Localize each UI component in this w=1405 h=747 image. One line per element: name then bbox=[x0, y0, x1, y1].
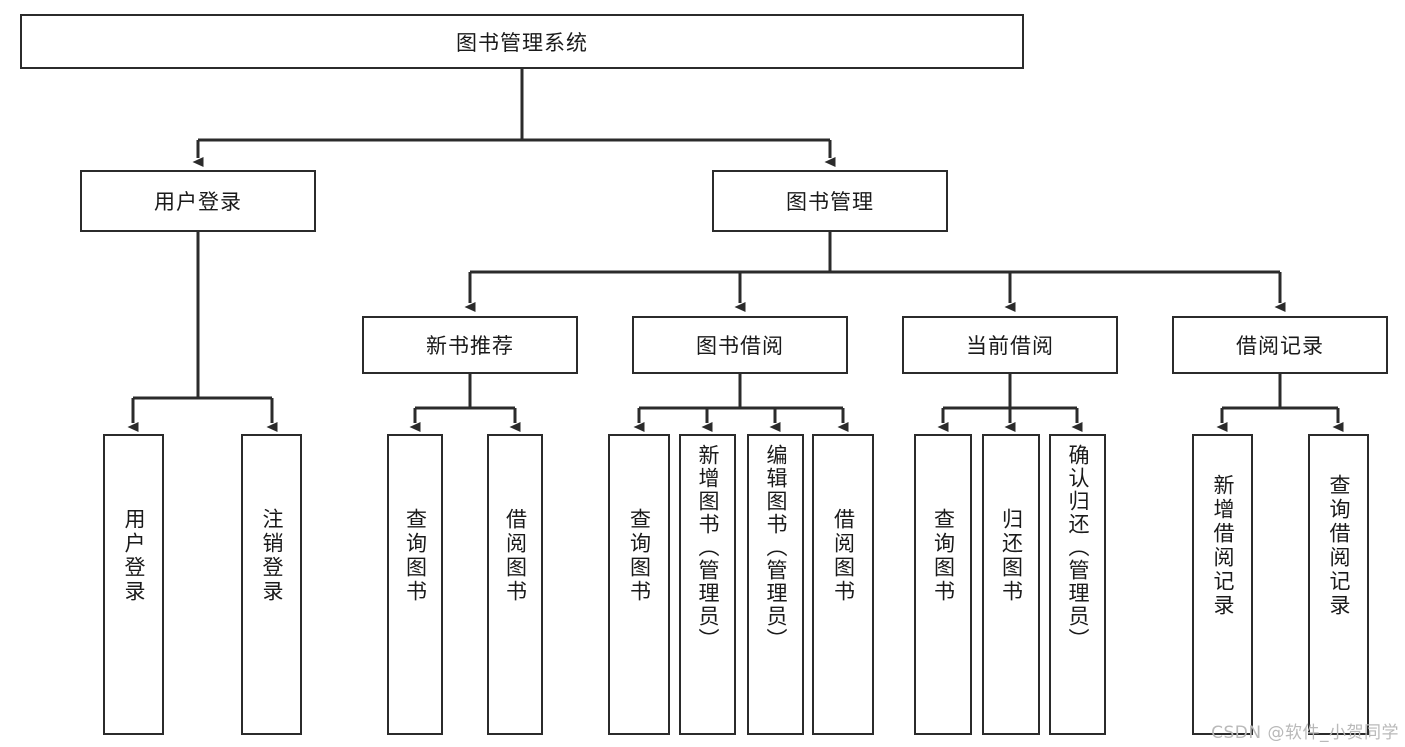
node-new-book-recommend[interactable]: 新书推荐 bbox=[362, 316, 578, 374]
node-label: 编辑图书（管理员） bbox=[763, 444, 788, 651]
leaf-user-login-signout[interactable]: 注销登录 bbox=[241, 434, 302, 735]
node-label: 新增图书（管理员） bbox=[695, 444, 720, 651]
node-label: 借阅图书 bbox=[831, 508, 856, 604]
leaf-current-confirm-return-admin[interactable]: 确认归还（管理员） bbox=[1049, 434, 1106, 735]
leaf-borrow-add-book-admin[interactable]: 新增图书（管理员） bbox=[679, 434, 736, 735]
node-label: 查询借阅记录 bbox=[1326, 474, 1351, 618]
node-label: 图书管理系统 bbox=[456, 30, 588, 55]
leaf-record-query-record[interactable]: 查询借阅记录 bbox=[1308, 434, 1369, 735]
node-label: 查询图书 bbox=[403, 508, 428, 604]
watermark-text: CSDN @软件_小贺同学 bbox=[1211, 723, 1399, 743]
node-label: 借阅图书 bbox=[503, 508, 528, 604]
node-label: 注销登录 bbox=[259, 508, 284, 604]
leaf-borrow-edit-book-admin[interactable]: 编辑图书（管理员） bbox=[747, 434, 804, 735]
leaf-current-return-book[interactable]: 归还图书 bbox=[982, 434, 1040, 735]
node-label: 用户登录 bbox=[154, 190, 242, 214]
node-label: 新增借阅记录 bbox=[1210, 474, 1235, 618]
node-label: 归还图书 bbox=[999, 508, 1024, 604]
node-borrow-record[interactable]: 借阅记录 bbox=[1172, 316, 1388, 374]
leaf-recommend-borrow-book[interactable]: 借阅图书 bbox=[487, 434, 543, 735]
node-label: 查询图书 bbox=[931, 508, 956, 604]
node-label: 当前借阅 bbox=[966, 334, 1054, 358]
leaf-recommend-query-book[interactable]: 查询图书 bbox=[387, 434, 443, 735]
leaf-borrow-query-book[interactable]: 查询图书 bbox=[608, 434, 670, 735]
node-label: 借阅记录 bbox=[1236, 334, 1324, 358]
node-root-system[interactable]: 图书管理系统 bbox=[20, 14, 1024, 69]
node-label: 查询图书 bbox=[627, 508, 652, 604]
node-label: 新书推荐 bbox=[426, 334, 514, 358]
node-label: 图书借阅 bbox=[696, 334, 784, 358]
leaf-borrow-borrow-book[interactable]: 借阅图书 bbox=[812, 434, 874, 735]
node-label: 用户登录 bbox=[121, 508, 146, 604]
node-label: 图书管理 bbox=[786, 190, 874, 214]
leaf-current-query-book[interactable]: 查询图书 bbox=[914, 434, 972, 735]
node-current-borrow[interactable]: 当前借阅 bbox=[902, 316, 1118, 374]
leaf-user-login-signin[interactable]: 用户登录 bbox=[103, 434, 164, 735]
node-label: 确认归还（管理员） bbox=[1065, 444, 1090, 651]
node-book-management[interactable]: 图书管理 bbox=[712, 170, 948, 232]
node-book-borrow[interactable]: 图书借阅 bbox=[632, 316, 848, 374]
leaf-record-add-record[interactable]: 新增借阅记录 bbox=[1192, 434, 1253, 735]
node-user-login[interactable]: 用户登录 bbox=[80, 170, 316, 232]
